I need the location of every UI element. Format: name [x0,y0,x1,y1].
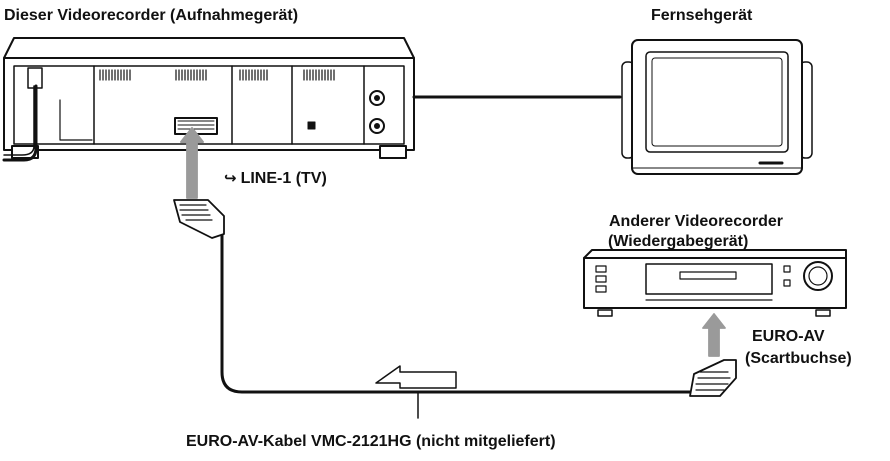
playback-vcr-label: Anderer Videorecorder [609,213,783,230]
scart-plug-recorder [173,139,225,239]
recording-vcr-label: Dieser Videorecorder (Aufnahmegerät) [4,7,299,24]
tv-label: Fernsehgerät [651,7,753,24]
line1-jack-label: ↪LINE-1 (TV) [224,169,327,189]
playback-vcr [583,249,847,317]
cable-label: EURO-AV-Kabel VMC-2121HG (nicht mitgelie… [186,433,556,450]
tv [621,39,813,175]
signal-direction-arrow [375,365,457,389]
input-jack-icon: ↪ [224,170,237,187]
vent-grille [99,69,335,81]
line1-jack-text: LINE-1 (TV) [240,170,327,187]
signal-in-arrow [180,127,204,143]
euro-av-label: EURO-AV [752,328,825,345]
euro-av-cable [220,226,702,419]
scart-plug-player [689,313,737,397]
playback-vcr-sublabel: (Wiedergabegerät) [608,233,749,250]
recording-vcr [2,37,415,162]
scart-label: (Scartbuchse) [745,350,852,367]
